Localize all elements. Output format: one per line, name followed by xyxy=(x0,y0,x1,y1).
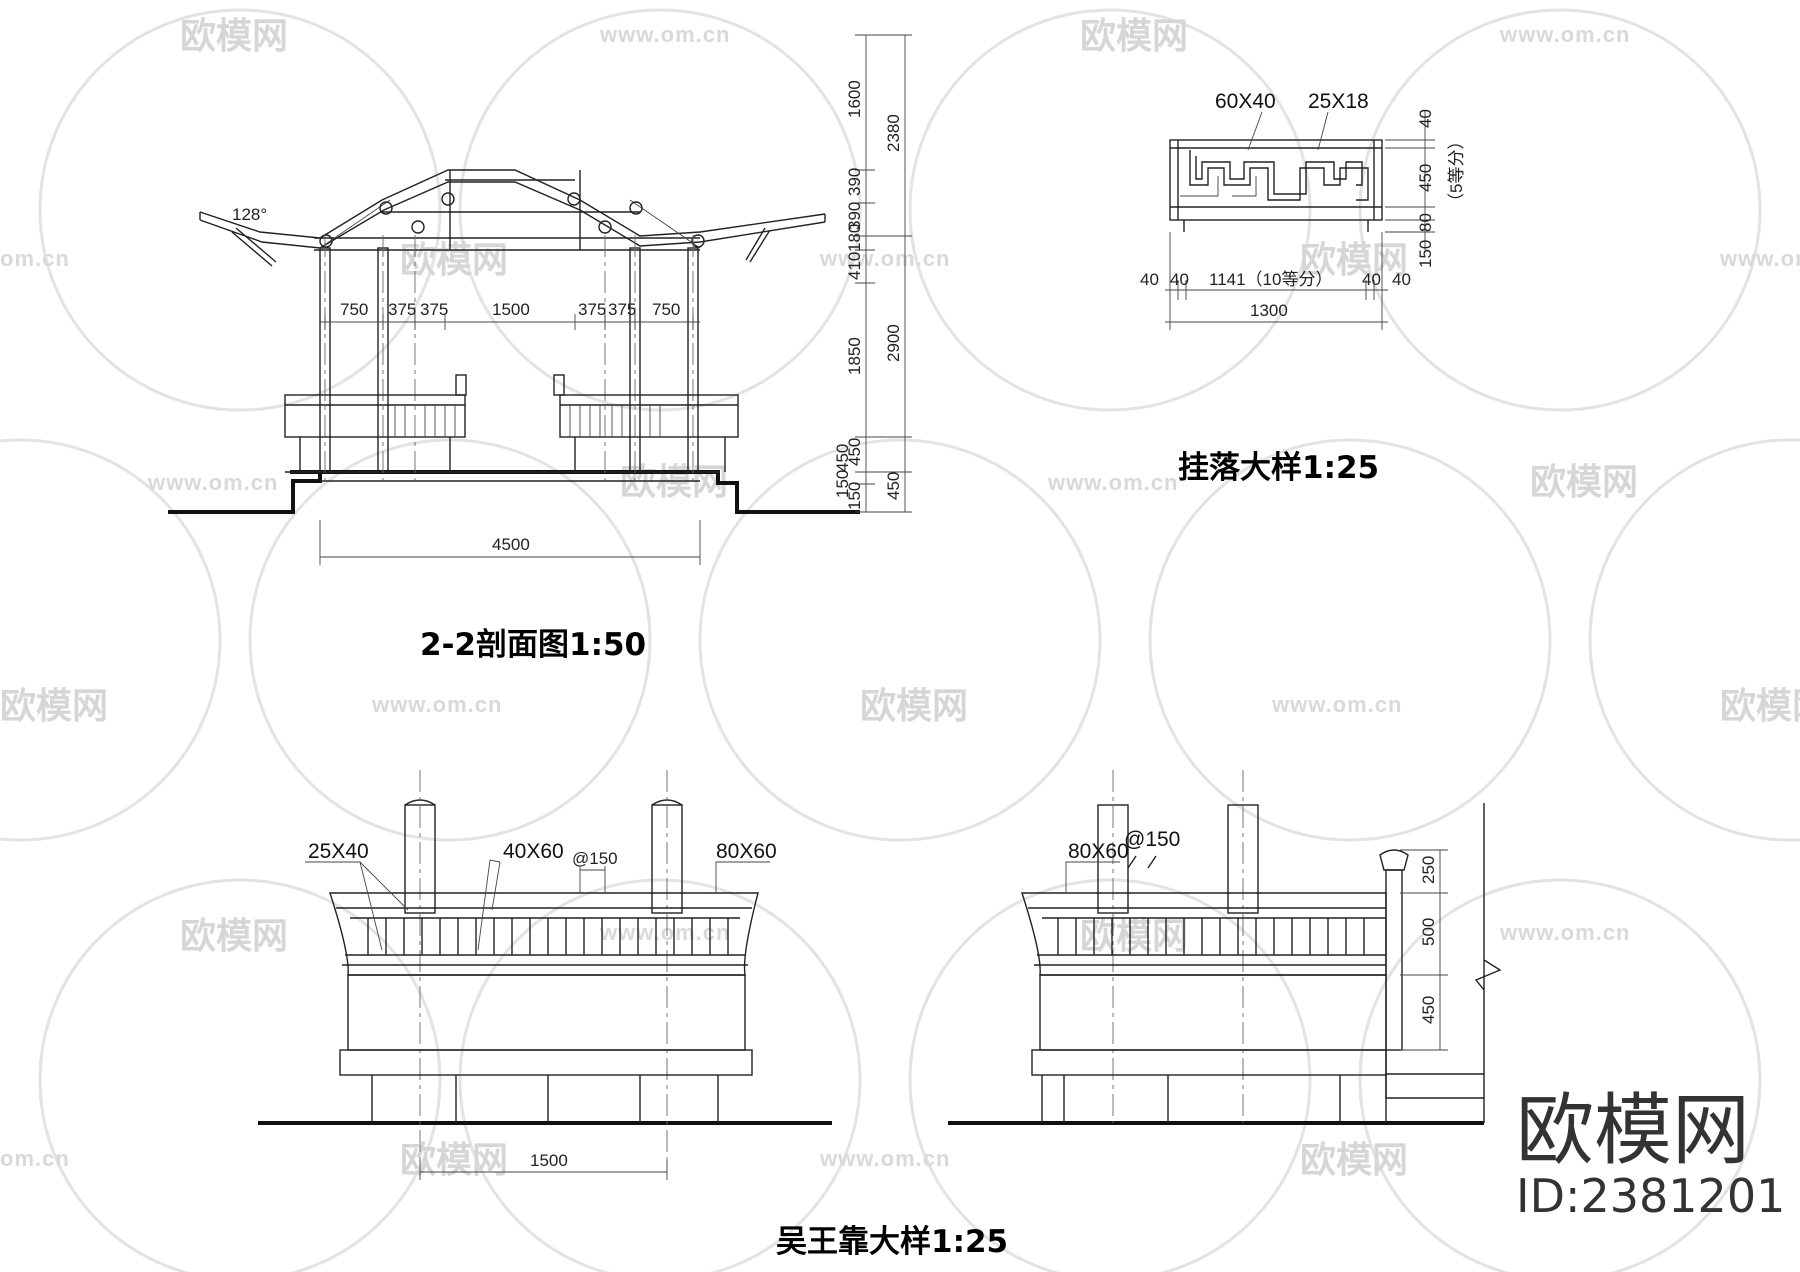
dim-750: 750 xyxy=(340,300,368,319)
watermark-url: www.om.cn xyxy=(599,22,730,47)
vdim-150: 150 xyxy=(1416,240,1435,268)
watermark-logo: 欧模网 xyxy=(1300,240,1408,281)
dim-base-width: 4500 xyxy=(492,535,530,554)
gualuo-detail-drawing: 60X40 25X18 40 40 1141（10等分） 40 40 1300 xyxy=(1140,90,1466,486)
label-25x18: 25X18 xyxy=(1308,90,1369,113)
vdim-1850: 1850 xyxy=(845,337,864,375)
watermark-logo: 欧模网 xyxy=(1080,916,1188,957)
section-2-2-title: 2-2剖面图1:50 xyxy=(420,627,646,663)
watermark-url: www.om.cn xyxy=(599,920,730,945)
watermark-url: www.om.cn xyxy=(1047,470,1178,495)
watermark-logo: 欧模网 xyxy=(180,16,288,57)
watermark-url: www.om.cn xyxy=(1271,692,1402,717)
watermark-logo: 欧模网 xyxy=(400,240,508,281)
watermark-url: www.om.cn xyxy=(819,1146,950,1171)
vdim-450: 450 xyxy=(833,444,852,472)
dim-750: 750 xyxy=(652,300,680,319)
vdim-450: 450 xyxy=(845,438,864,466)
dim-1300: 1300 xyxy=(1250,301,1288,320)
vdim-450: 450 xyxy=(1419,996,1438,1024)
vdim-1600: 1600 xyxy=(845,80,864,118)
vdim-450: 450 xyxy=(1416,164,1435,192)
dim-375: 375 xyxy=(388,300,416,319)
wuwangkao-detail-right: 80X60 @150 250 500 450 xyxy=(948,770,1502,1125)
dim-40: 40 xyxy=(1362,270,1381,289)
watermark-pattern: 欧模网 欧模网 欧模网 欧模网 欧模网 欧模网 欧模网 欧模网 欧模网 欧模网 … xyxy=(0,8,1800,1272)
wuwangkao-detail-title: 吴王靠大样1:25 xyxy=(776,1224,1008,1260)
vdim-150: 150 xyxy=(833,470,852,498)
vdim-5-parts: （5等分） xyxy=(1447,133,1466,210)
label-40x60: 40X60 xyxy=(503,840,564,863)
label-at-150: @150 xyxy=(572,849,618,868)
vdim-150: 150 xyxy=(845,482,864,510)
vdim-2380: 2380 xyxy=(884,114,903,152)
dim-1500: 1500 xyxy=(530,1151,568,1170)
vdim-500: 500 xyxy=(1419,918,1438,946)
vdim-410: 410 xyxy=(845,252,864,280)
label-80x60: 80X60 xyxy=(716,840,777,863)
brand-logo-text: 欧模网 xyxy=(1516,1086,1750,1176)
dim-40: 40 xyxy=(1392,270,1411,289)
label-25x40: 25X40 xyxy=(308,840,369,863)
dim-375: 375 xyxy=(420,300,448,319)
dim-40: 40 xyxy=(1140,270,1159,289)
watermark-url: www.om.cn xyxy=(371,692,502,717)
gualuo-detail-title: 挂落大样1:25 xyxy=(1178,450,1379,486)
vdim-180: 180 xyxy=(845,224,864,252)
vdim-390: 390 xyxy=(845,168,864,196)
dim-375: 375 xyxy=(578,300,606,319)
watermark-url: www.om.cn xyxy=(1499,22,1630,47)
dim-375: 375 xyxy=(608,300,636,319)
watermark-url: www.om.cn xyxy=(819,246,950,271)
watermark-url: www.om.cn xyxy=(1719,246,1800,271)
brand-id: ID:2381201 xyxy=(1516,1169,1785,1223)
vdim-390: 390 xyxy=(845,202,864,230)
vdim-2900: 2900 xyxy=(884,324,903,362)
dim-40: 40 xyxy=(1170,270,1189,289)
wuwangkao-detail-left: 25X40 40X60 @150 80X60 1500 xyxy=(258,770,832,1180)
watermark-url: om.cn xyxy=(0,1146,70,1171)
label-60x40: 60X40 xyxy=(1215,90,1276,113)
vdim-250: 250 xyxy=(1419,856,1438,884)
watermark-logo: 欧模网 xyxy=(860,686,968,727)
watermark-logo: 欧模网 xyxy=(400,1140,508,1181)
watermark-url: www.om.cn xyxy=(147,470,278,495)
watermark-url: www.om.cn xyxy=(1499,920,1630,945)
watermark-logo: 欧模网 xyxy=(1300,1140,1408,1181)
section-2-2-drawing: 128° xyxy=(168,34,912,663)
watermark-logo: 欧模网 xyxy=(180,916,288,957)
watermark-logo: 欧模网 xyxy=(0,686,108,727)
watermark-logo: 欧模网 xyxy=(1720,686,1800,727)
dim-1500: 1500 xyxy=(492,300,530,319)
roof-angle: 128° xyxy=(232,205,267,224)
label-at-150: @150 xyxy=(1124,828,1180,851)
vdim-450: 450 xyxy=(884,472,903,500)
dim-1141: 1141（10等分） xyxy=(1209,270,1332,289)
watermark-url: om.cn xyxy=(0,246,70,271)
watermark-logo: 欧模网 xyxy=(620,462,728,503)
vdim-80: 80 xyxy=(1416,213,1435,232)
label-80x60: 80X60 xyxy=(1068,840,1129,863)
watermark-logo: 欧模网 xyxy=(1530,462,1638,503)
watermark-logo: 欧模网 xyxy=(1080,16,1188,57)
vdim-40: 40 xyxy=(1416,109,1435,128)
